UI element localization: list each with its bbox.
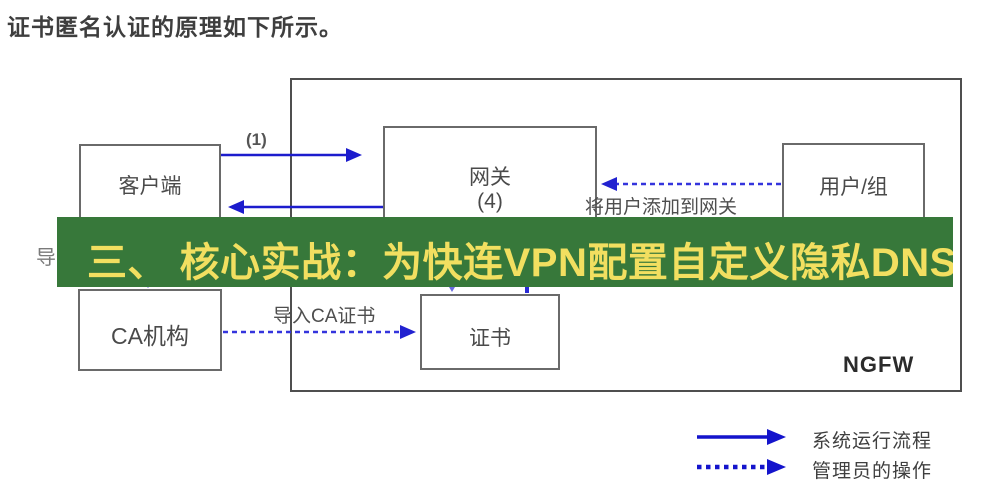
arrow-client-to-gateway bbox=[221, 148, 362, 162]
node-gateway-label: 网关 bbox=[469, 166, 511, 189]
arrow-usergroup-to-gateway bbox=[601, 177, 781, 191]
edge-label-partial: 导 bbox=[36, 247, 56, 269]
edge-label-add-user: 将用户添加到网关 bbox=[585, 197, 738, 218]
node-client-label: 客户端 bbox=[118, 175, 182, 198]
legend-label-admin-operation: 管理员的操作 bbox=[812, 461, 933, 482]
node-gateway: 网关 (4) bbox=[383, 126, 597, 230]
arrow-gateway-to-client bbox=[228, 200, 383, 214]
node-user-group-label: 用户/组 bbox=[819, 176, 888, 199]
edge-label-step1: (1) bbox=[246, 130, 267, 149]
node-user-group: 用户/组 bbox=[782, 143, 925, 230]
legend-label-system-flow: 系统运行流程 bbox=[812, 431, 933, 452]
legend-dashed-arrow bbox=[697, 459, 786, 475]
arrow-ca-to-cert bbox=[223, 325, 416, 339]
intro-sentence: 证书匿名认证的原理如下所示。 bbox=[7, 14, 343, 40]
section-title-text: 三、 核心实战：为快连VPN配置自定义隐私DNS bbox=[87, 241, 953, 285]
edge-label-import-ca-cert: 导入CA证书 bbox=[273, 306, 376, 327]
node-ca-label: CA机构 bbox=[111, 323, 189, 349]
legend-solid-arrow bbox=[697, 429, 786, 445]
ngfw-label: NGFW bbox=[843, 352, 915, 377]
section-title-banner: 三、 核心实战：为快连VPN配置自定义隐私DNS bbox=[57, 217, 953, 287]
node-cert-label: 证书 bbox=[469, 327, 511, 350]
node-cert: 证书 bbox=[420, 294, 560, 370]
node-ca: CA机构 bbox=[78, 289, 222, 371]
node-gateway-step: (4) bbox=[477, 190, 503, 213]
